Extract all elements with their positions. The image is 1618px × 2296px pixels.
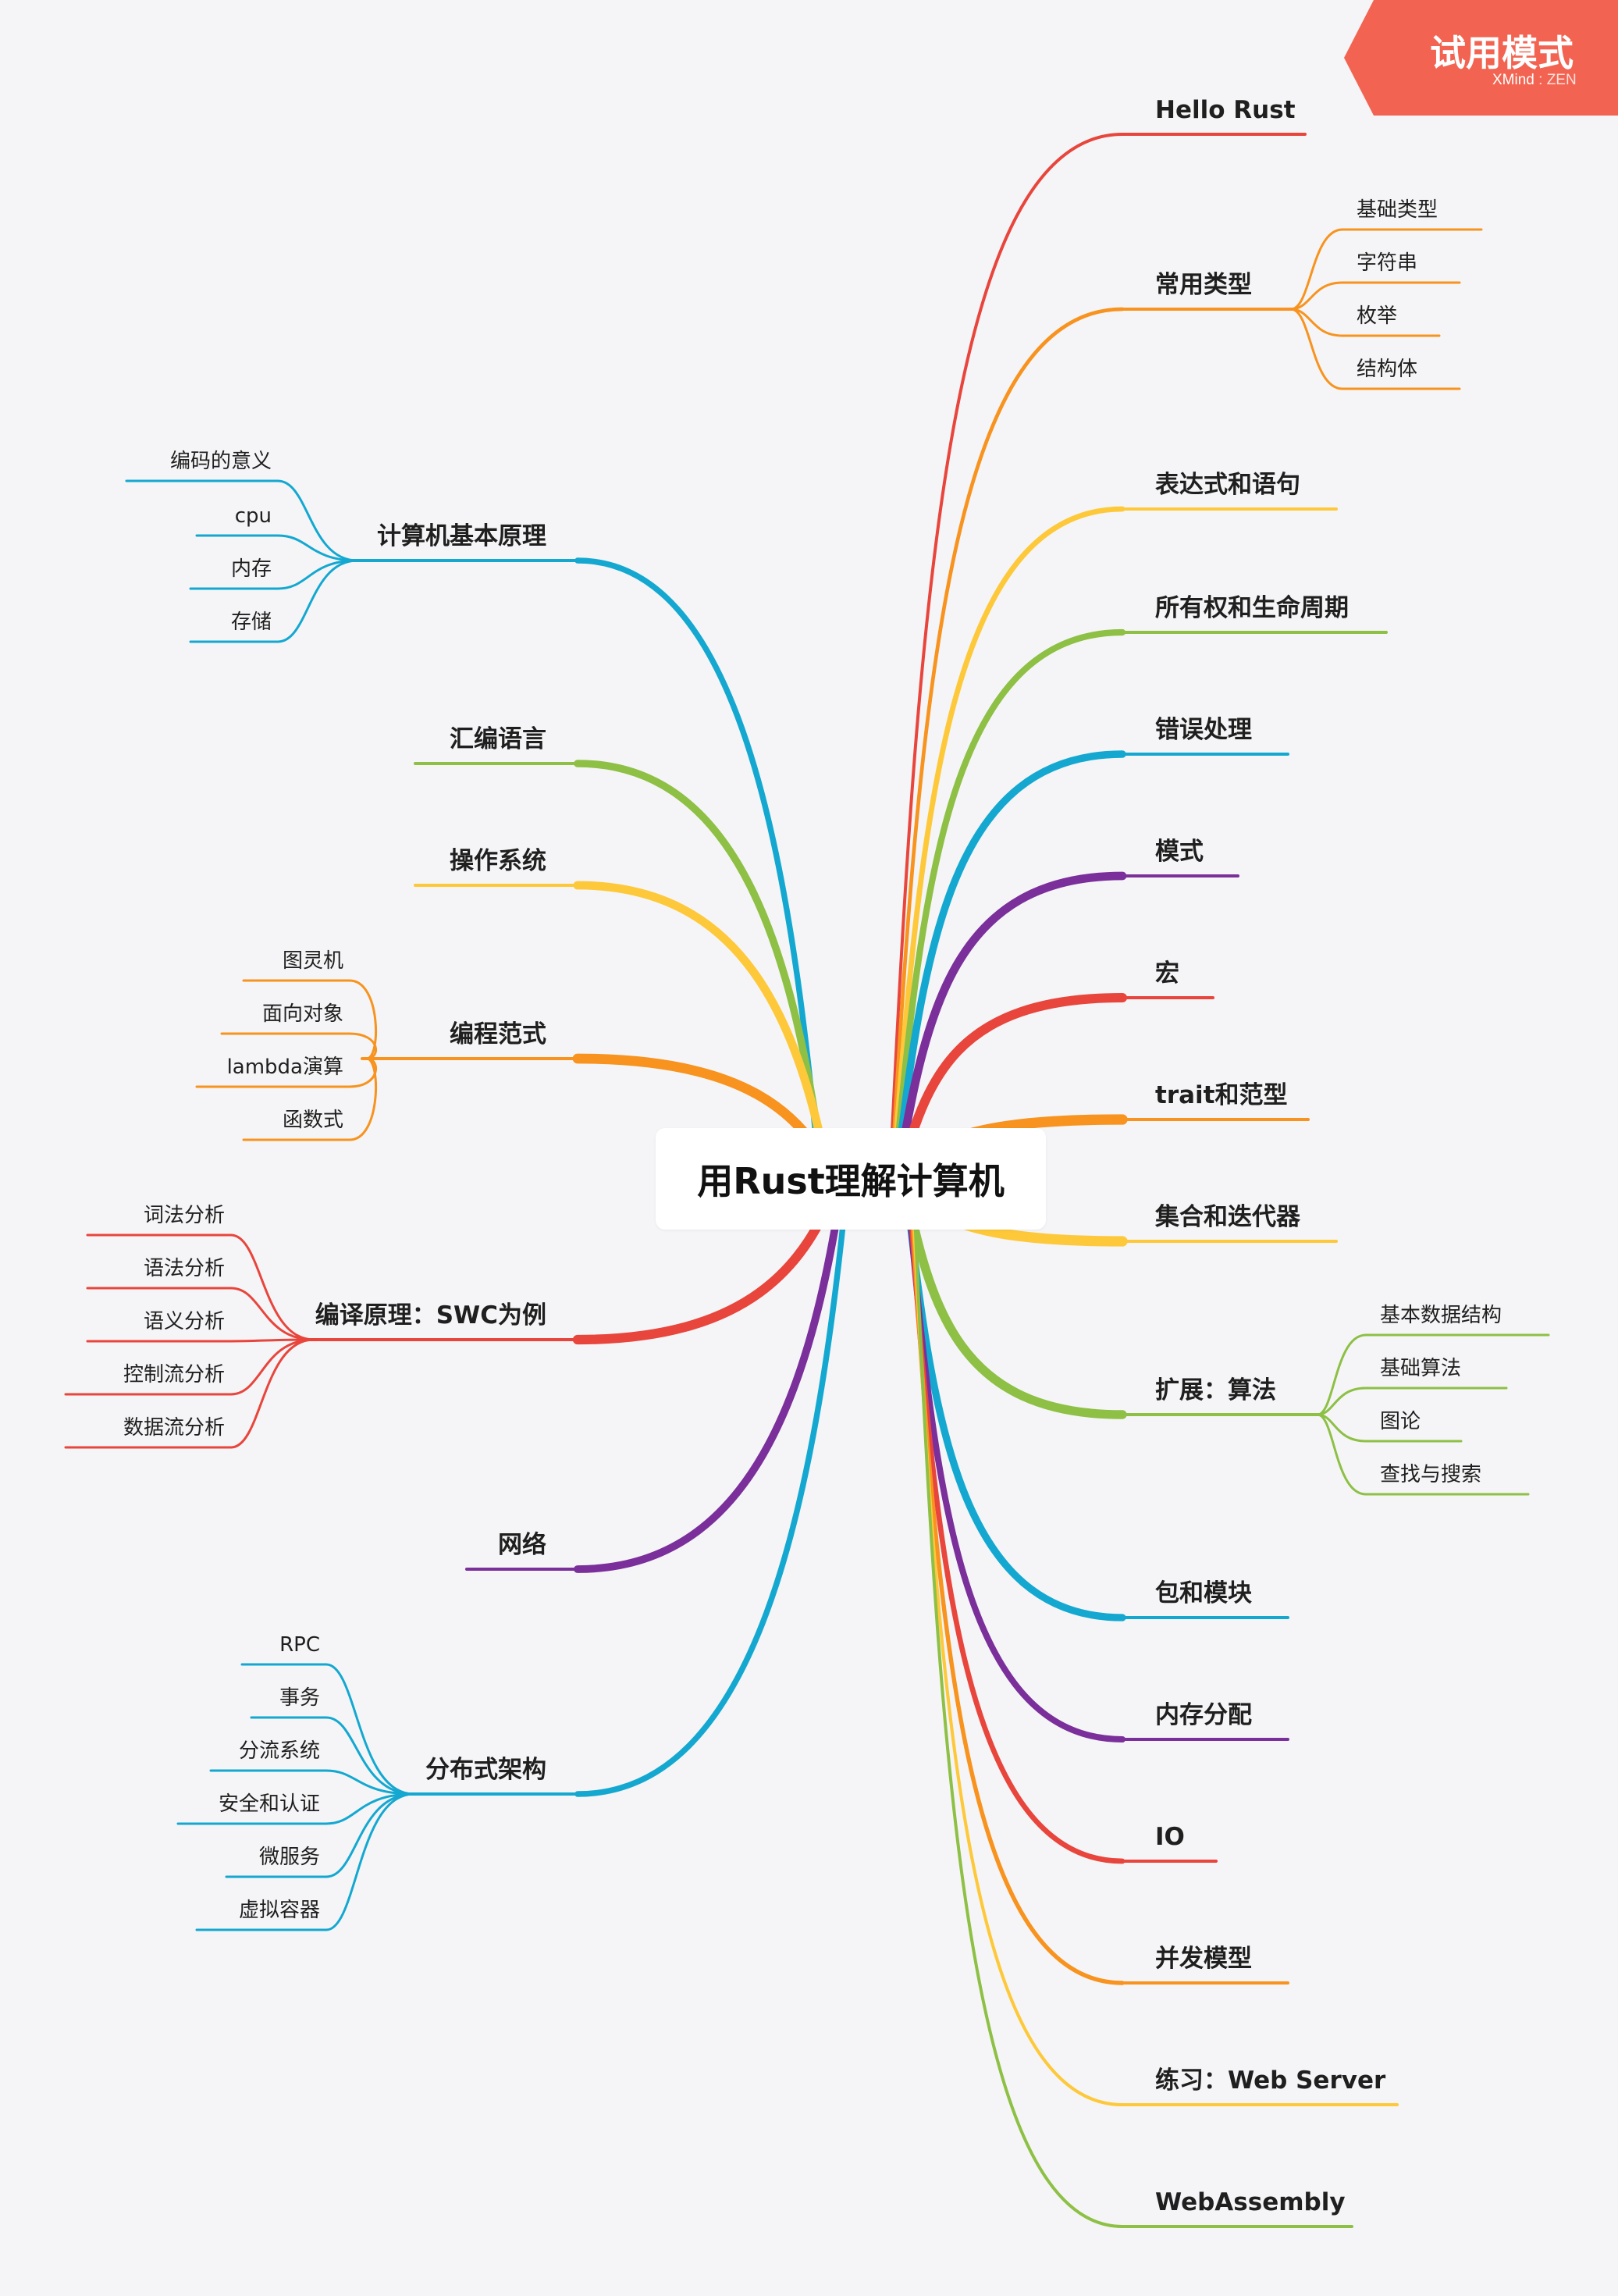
topic-13[interactable]: 并发模型 <box>1155 1945 1252 1973</box>
subtopic-9-1[interactable]: 基础算法 <box>1380 1357 1462 1380</box>
topic-15[interactable]: WebAssembly <box>1155 2188 1346 2216</box>
topic-7[interactable]: trait和范型 <box>1155 1081 1288 1109</box>
branch-connector <box>1289 281 1344 311</box>
branch-connector <box>1316 1386 1367 1416</box>
badge-shape <box>1344 0 1618 116</box>
left-subtopic-3-3[interactable]: 函数式 <box>282 1109 343 1132</box>
left-topic-5[interactable]: 网络 <box>498 1531 546 1559</box>
left-subtopic-6-0[interactable]: RPC <box>279 1633 320 1657</box>
branch-connector <box>325 1716 415 1796</box>
left-topic-6[interactable]: 分布式架构 <box>425 1756 546 1784</box>
branch-connector <box>893 871 1127 1184</box>
left-subtopic-6-5[interactable]: 虚拟容器 <box>238 1899 320 1922</box>
branch-connector <box>276 479 359 562</box>
subtopic-1-3[interactable]: 结构体 <box>1357 358 1418 381</box>
branch-connector <box>325 1792 415 1878</box>
left-subtopic-6-2[interactable]: 分流系统 <box>238 1739 320 1763</box>
subtopic-9-0[interactable]: 基本数据结构 <box>1380 1304 1502 1327</box>
branch-connector <box>889 307 1125 1181</box>
subtopic-1-2[interactable]: 枚举 <box>1357 304 1398 328</box>
branch-connector <box>1289 308 1344 390</box>
branch-connector <box>1289 308 1344 337</box>
left-subtopic-0-3[interactable]: 存储 <box>230 610 272 634</box>
branch-connector <box>574 1176 851 1797</box>
branch-connector <box>229 1287 315 1341</box>
branch-connector <box>1289 228 1344 311</box>
left-subtopic-6-4[interactable]: 微服务 <box>258 1846 320 1869</box>
left-subtopic-4-1[interactable]: 语法分析 <box>143 1257 225 1280</box>
left-topic-0[interactable]: 计算机基本原理 <box>377 522 546 550</box>
branch-connector <box>229 1338 315 1396</box>
branch-connector <box>325 1792 415 1825</box>
central-topic[interactable]: 用Rust理解计算机 <box>656 1128 1046 1230</box>
branch-connector <box>1316 1333 1367 1416</box>
left-topic-4[interactable]: 编译原理：SWC为例 <box>315 1301 546 1330</box>
branch-connector <box>325 1663 415 1796</box>
branch-connector <box>276 534 359 562</box>
branch-connector <box>229 1338 315 1343</box>
topic-4[interactable]: 错误处理 <box>1155 716 1252 744</box>
branch-connector <box>348 1032 378 1060</box>
left-subtopic-4-4[interactable]: 数据流分析 <box>123 1416 225 1440</box>
left-subtopic-4-0[interactable]: 词法分析 <box>143 1204 225 1227</box>
topic-6[interactable]: 宏 <box>1155 959 1179 988</box>
topic-0[interactable]: Hello Rust <box>1155 96 1296 124</box>
branch-connector <box>912 1177 1124 2228</box>
subtopic-9-3[interactable]: 查找与搜索 <box>1380 1463 1482 1486</box>
subtopic-9-2[interactable]: 图论 <box>1380 1410 1421 1433</box>
trial-mode-badge[interactable] <box>1344 0 1618 116</box>
topic-2[interactable]: 表达式和语句 <box>1155 471 1300 499</box>
left-subtopic-4-2[interactable]: 语义分析 <box>143 1310 225 1333</box>
branch-connector <box>229 1338 315 1449</box>
branch-connector <box>891 628 1126 1183</box>
branch-connector <box>905 1176 1125 1864</box>
left-subtopic-4-3[interactable]: 控制流分析 <box>123 1363 225 1386</box>
left-subtopic-6-3[interactable]: 安全和认证 <box>218 1792 320 1816</box>
left-topic-1[interactable]: 汇编语言 <box>450 725 546 753</box>
topic-9[interactable]: 扩展：算法 <box>1155 1376 1276 1404</box>
branch-connector <box>325 1769 415 1796</box>
left-subtopic-0-2[interactable]: 内存 <box>230 557 272 581</box>
left-topic-2[interactable]: 操作系统 <box>450 847 546 875</box>
branch-connector <box>348 1057 378 1141</box>
left-subtopic-0-1[interactable]: cpu <box>234 504 272 528</box>
left-subtopic-0-0[interactable]: 编码的意义 <box>169 450 272 473</box>
branch-connector <box>888 133 1124 1180</box>
left-subtopic-3-1[interactable]: 面向对象 <box>261 1002 343 1026</box>
xmind-zen-logo: XMind : ZEN <box>1492 72 1577 88</box>
topic-12[interactable]: IO <box>1155 1823 1185 1851</box>
branch-connector <box>348 979 378 1060</box>
trial-mode-label: 试用模式 <box>1430 32 1574 74</box>
left-subtopic-6-1[interactable]: 事务 <box>279 1686 320 1710</box>
subtopic-1-0[interactable]: 基础类型 <box>1357 198 1438 222</box>
topic-3[interactable]: 所有权和生命周期 <box>1155 594 1349 622</box>
branch-connector <box>892 750 1126 1183</box>
topic-14[interactable]: 练习：Web Server <box>1155 2066 1386 2095</box>
topic-5[interactable]: 模式 <box>1155 838 1204 866</box>
left-topic-3[interactable]: 编程范式 <box>450 1020 546 1048</box>
branch-connector <box>574 557 823 1182</box>
topic-11[interactable]: 内存分配 <box>1155 1701 1252 1729</box>
topic-1[interactable]: 常用类型 <box>1155 271 1252 299</box>
left-subtopic-3-2[interactable]: lambda演算 <box>226 1055 343 1079</box>
branch-connector <box>276 559 359 590</box>
branch-connector <box>573 881 834 1184</box>
subtopic-1-1[interactable]: 字符串 <box>1357 251 1418 275</box>
branch-connector <box>229 1233 315 1341</box>
branch-connector <box>890 506 1125 1182</box>
topic-10[interactable]: 包和模块 <box>1155 1579 1252 1607</box>
topic-8[interactable]: 集合和迭代器 <box>1155 1203 1300 1231</box>
branch-connector <box>574 1175 847 1573</box>
left-subtopic-3-0[interactable]: 图灵机 <box>282 949 343 973</box>
branch-connector <box>1316 1413 1367 1496</box>
branch-connector <box>325 1792 415 1931</box>
branch-connector <box>276 559 359 643</box>
